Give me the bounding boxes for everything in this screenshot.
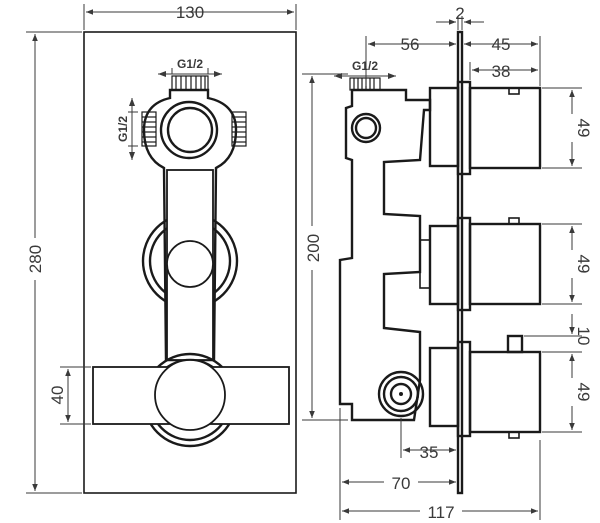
dim-plate-thickness: 2	[436, 4, 484, 30]
dim-thread-top-label: G1/2	[177, 57, 203, 71]
dim-thread-side: G1/2	[116, 98, 138, 160]
side-view: 2 56 45 38 G1/2	[302, 4, 593, 522]
dim-front-width: 130	[83, 3, 297, 30]
dim-front-width-label: 130	[176, 3, 204, 22]
side-knob-bottom	[428, 334, 542, 439]
dim-plate-thickness-label: 2	[455, 4, 464, 23]
dim-thread-side-view: G1/2	[334, 59, 396, 79]
front-plate	[83, 31, 297, 494]
dim-body-depth-label: 56	[401, 35, 420, 54]
dim-knob-height-mid: 49	[542, 223, 593, 305]
dim-body-depth: 56	[365, 35, 456, 86]
dim-front-height: 280	[24, 31, 82, 494]
side-valve-body	[338, 88, 432, 422]
dim-port-offset-label: 35	[420, 443, 439, 462]
dim-total-depth: 117	[342, 440, 541, 522]
dim-body-height-label: 200	[304, 234, 323, 262]
dim-thread-top: G1/2	[158, 57, 222, 77]
dim-knob-body-length: 38	[469, 62, 538, 81]
side-port-top	[350, 112, 382, 144]
dim-knob-length: 45	[464, 35, 541, 86]
dim-knob-height-bottom: 49	[542, 354, 593, 433]
dim-knob-height-top-label: 49	[574, 119, 593, 138]
dim-total-depth-label: 117	[427, 503, 454, 522]
dim-knob-height-mid-label: 49	[574, 255, 593, 274]
dim-handle-height-label: 40	[48, 386, 67, 405]
side-top-thread	[349, 77, 381, 91]
dim-knob-height-top: 49	[542, 87, 593, 169]
dim-lever-offset: 10	[524, 314, 593, 353]
dim-lever-offset-label: 10	[574, 327, 593, 346]
dim-body-base-depth-label: 70	[392, 474, 411, 493]
side-knob-middle	[419, 216, 542, 312]
top-thread-fitting	[171, 75, 209, 91]
dim-front-height-label: 280	[26, 245, 45, 273]
side-knob-top	[428, 80, 542, 176]
dim-handle-height: 40	[48, 366, 91, 425]
dim-body-base-depth: 70	[339, 408, 456, 520]
dim-port-offset: 35	[400, 418, 456, 462]
dim-thread-side-label: G1/2	[116, 116, 130, 142]
dim-thread-side-view-label: G1/2	[352, 59, 378, 73]
front-lever-handle	[92, 359, 290, 431]
dim-body-height: 200	[302, 73, 348, 421]
front-view: 130 280 40 G1/2	[24, 3, 297, 494]
dim-knob-height-bottom-label: 49	[574, 383, 593, 402]
side-port-bottom	[377, 370, 425, 418]
dim-knob-length-label: 45	[492, 35, 511, 54]
dim-knob-body-length-label: 38	[492, 62, 511, 81]
